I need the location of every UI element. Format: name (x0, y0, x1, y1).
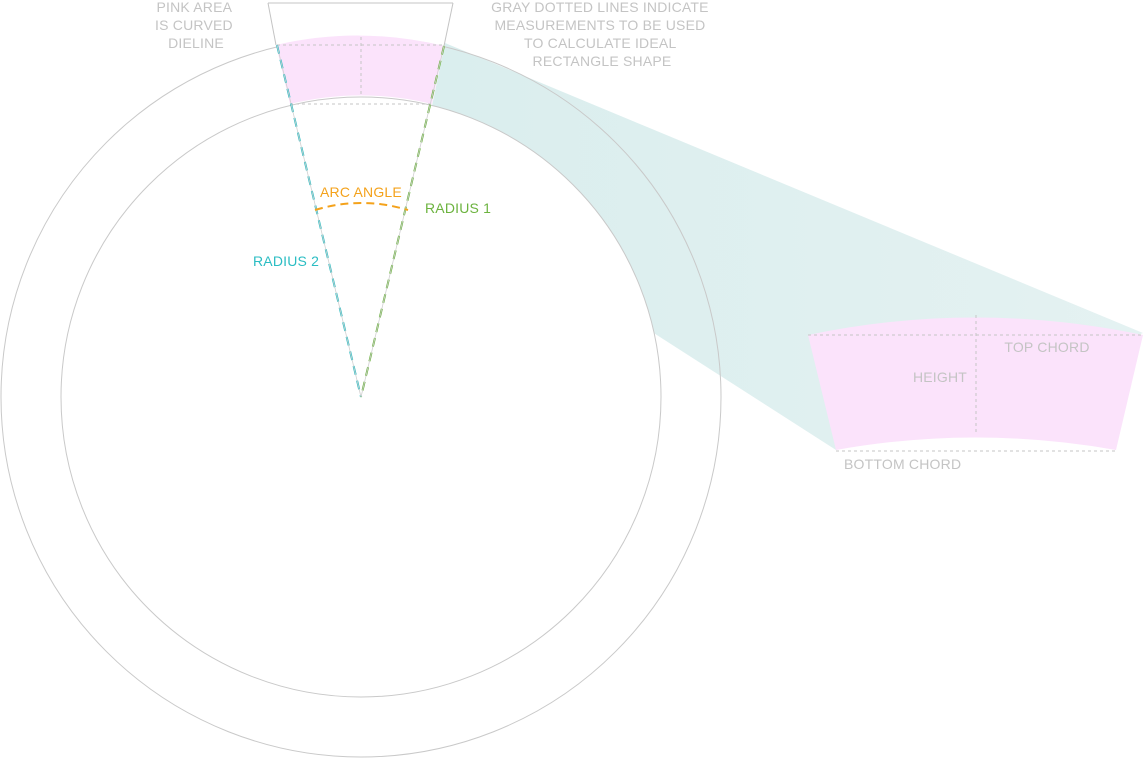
curved-dieline (276, 35, 444, 104)
radius-1-guide (360, 45, 445, 398)
arc-angle-arc (314, 202, 409, 211)
height-label: HEIGHT (913, 369, 967, 385)
arc-angle-label: ARC ANGLE (320, 184, 402, 200)
wedge-left-edge (267, 2, 277, 46)
radius-2-guide (276, 44, 362, 398)
gray-dotted-note: GRAY DOTTED LINES INDICATE MEASUREMENTS … (491, 0, 713, 69)
wedge-right-edge (443, 2, 454, 47)
radius-1-label: RADIUS 1 (425, 200, 491, 216)
radius-2-label: RADIUS 2 (253, 253, 319, 269)
pink-area-note: PINK AREA IS CURVED DIELINE (155, 0, 237, 51)
top-chord-label: TOP CHORD (1004, 339, 1089, 355)
bottom-chord-label: BOTTOM CHORD (844, 456, 961, 472)
